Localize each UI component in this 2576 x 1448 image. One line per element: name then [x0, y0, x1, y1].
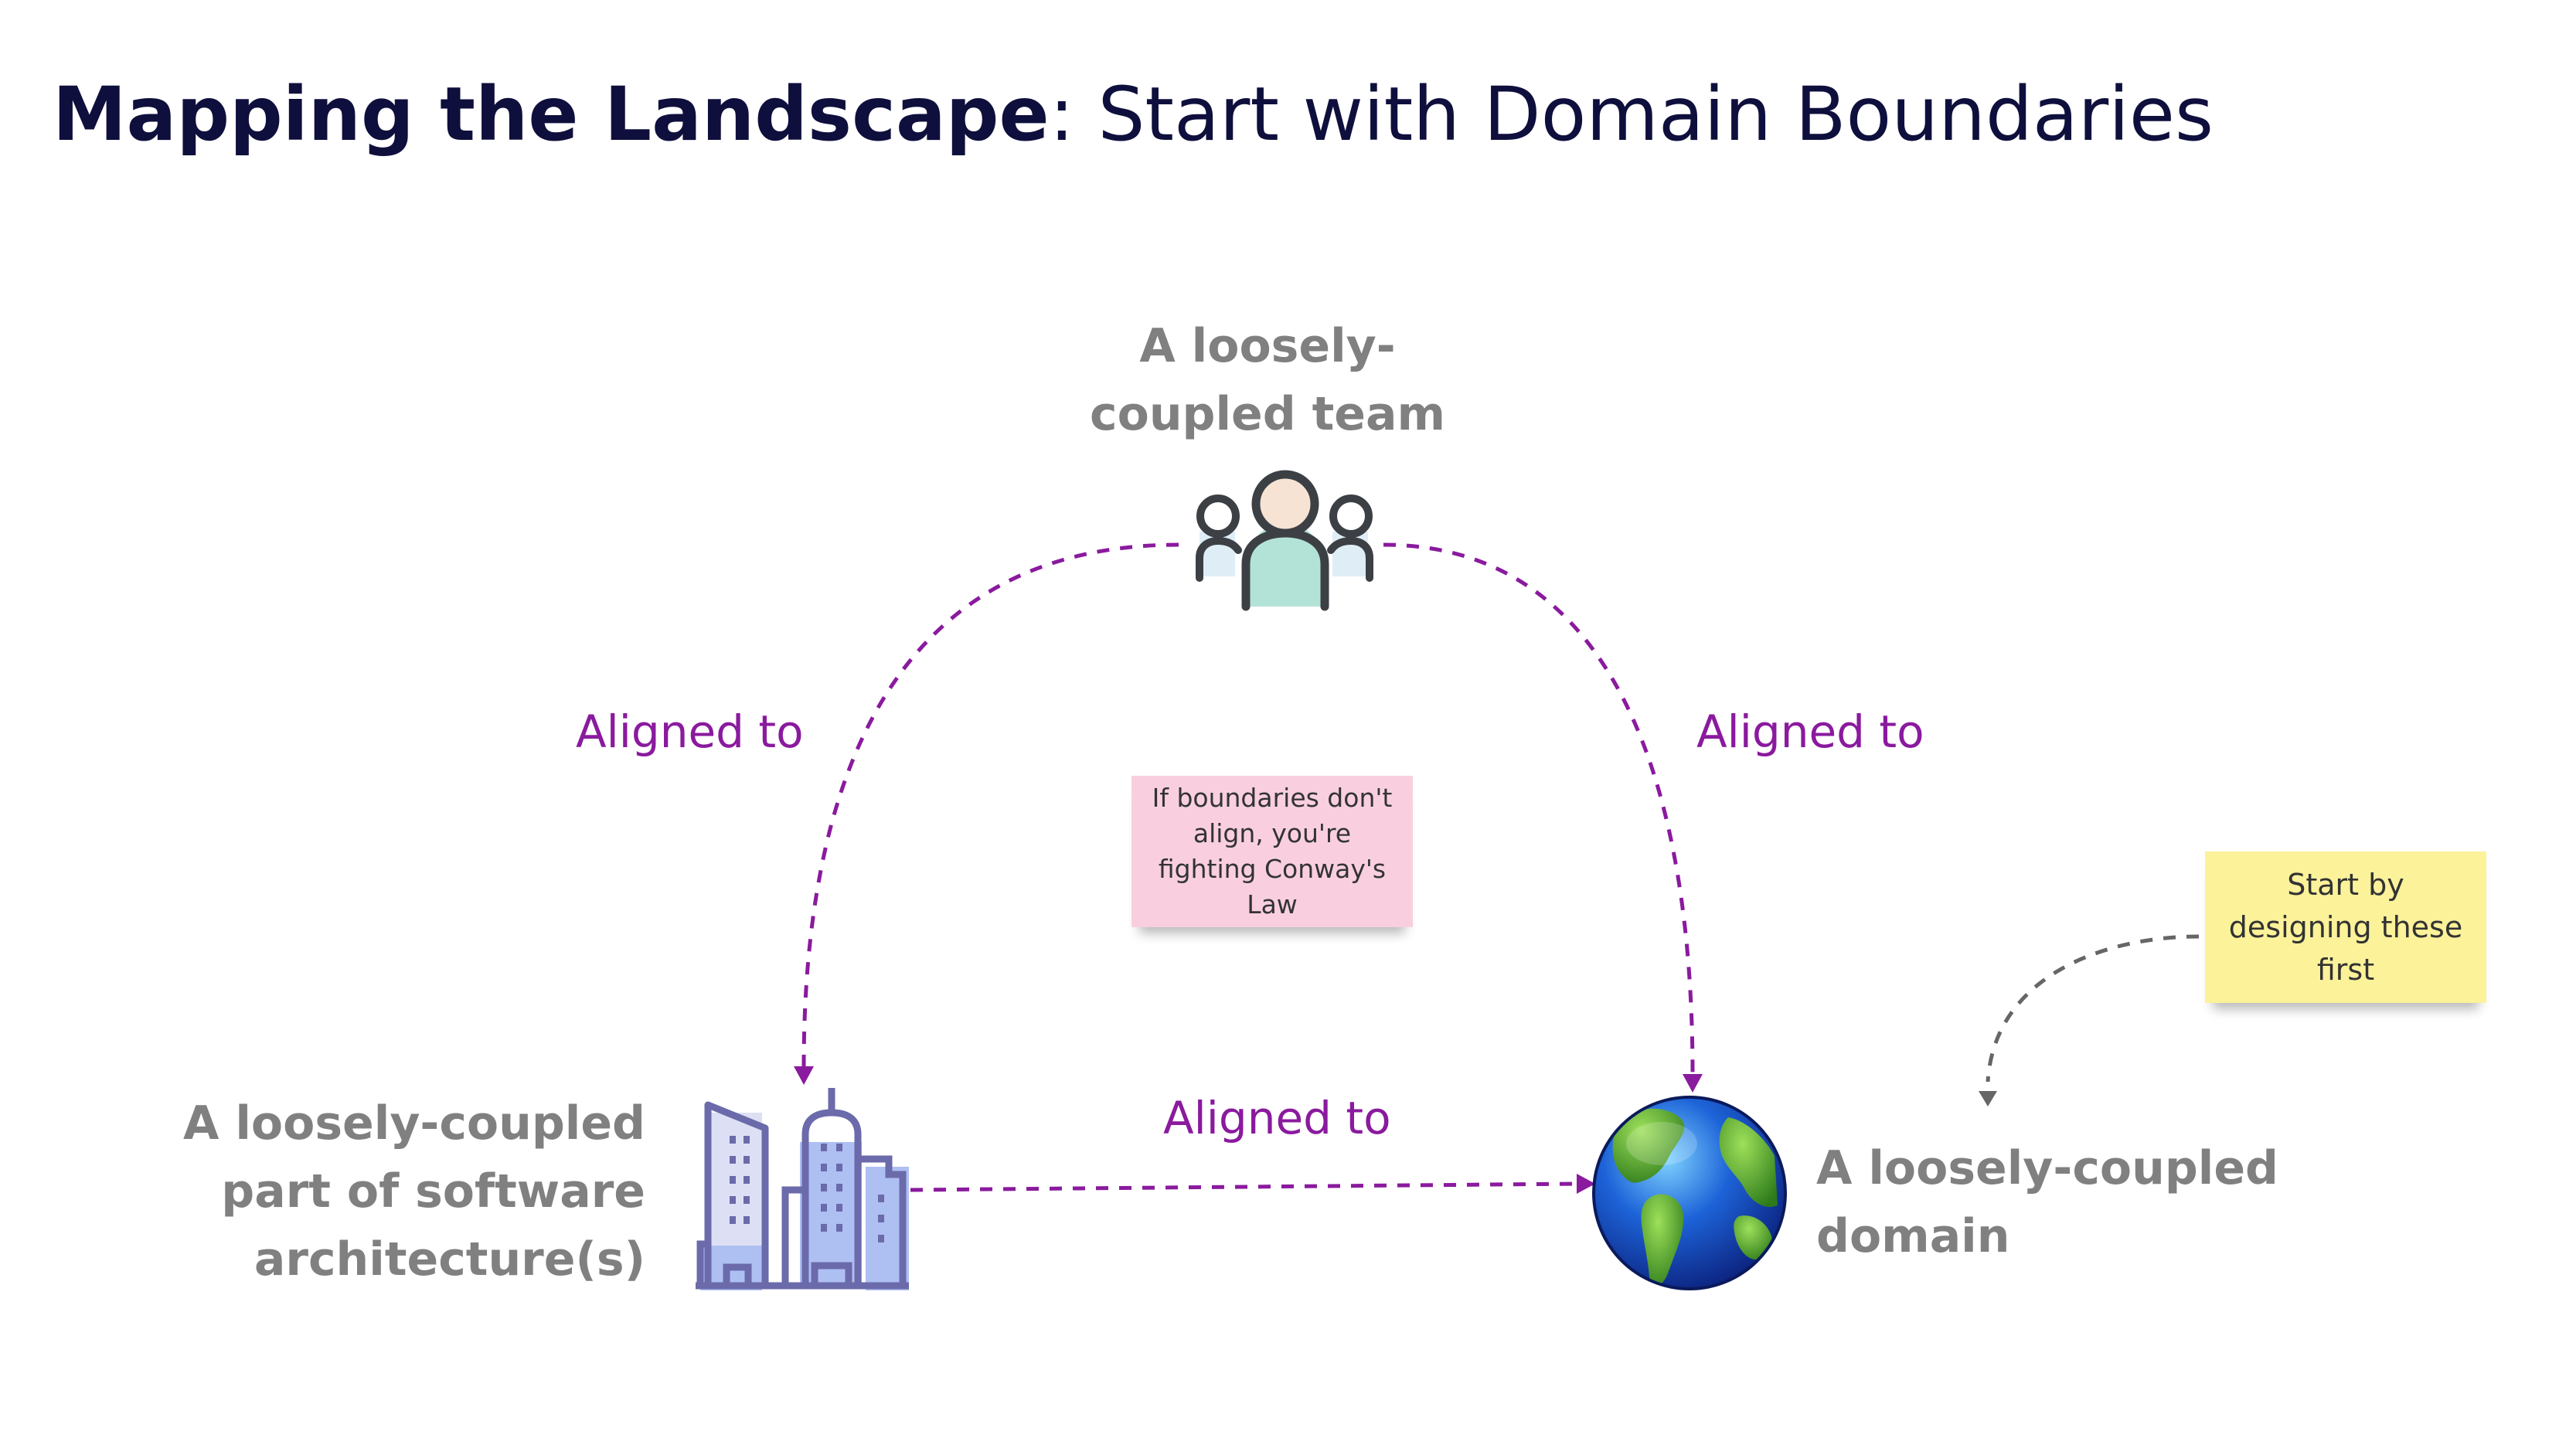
- page-title: Mapping the Landscape: Start with Domain…: [53, 68, 2214, 161]
- note-arrow: [1986, 934, 2200, 1083]
- title-bold: Mapping the Landscape: [53, 71, 1050, 158]
- edge-label-team-architecture: Aligned to: [576, 705, 804, 758]
- edge-architecture-to-domain: [910, 1181, 1577, 1192]
- edge-team-to-domain: [1383, 542, 1695, 1075]
- sticky-note-pink: If boundaries don't align, you're fighti…: [1131, 776, 1413, 927]
- sticky-note-pink-text: If boundaries don't align, you're fighti…: [1152, 783, 1393, 919]
- domain-label: A loosely-coupled domain: [1816, 1141, 2278, 1263]
- title-rest: : Start with Domain Boundaries: [1049, 71, 2214, 158]
- sticky-note-yellow: Start by designing these first: [2205, 851, 2486, 1003]
- architecture-label: A loosely-coupled part of software archi…: [183, 1096, 645, 1287]
- note-arrowhead: [1979, 1091, 1997, 1106]
- globe-icon: [1592, 1096, 1787, 1290]
- edge-team-to-architecture: [801, 542, 1179, 1067]
- arrowhead-domain-top: [1683, 1074, 1703, 1093]
- arrowhead-domain-left: [1577, 1174, 1595, 1194]
- team-label: A loosely-coupled team: [1090, 319, 1445, 441]
- edge-label-architecture-domain: Aligned to: [1163, 1092, 1391, 1144]
- buildings-icon: [696, 1088, 909, 1290]
- arrowhead-architecture: [794, 1066, 814, 1085]
- sticky-note-yellow-text: Start by designing these first: [2228, 867, 2463, 987]
- edge-label-team-domain: Aligned to: [1696, 705, 1924, 758]
- team-people-icon: [1196, 470, 1373, 611]
